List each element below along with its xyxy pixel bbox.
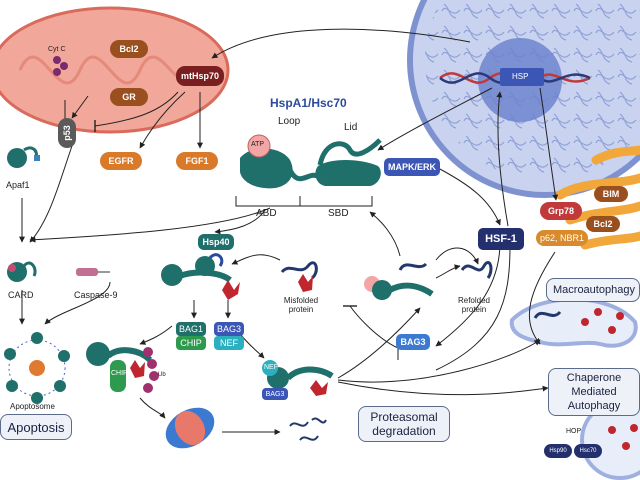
nef-complex-label: NEF [264, 364, 278, 371]
bcl2-er-pill: Bcl2 [586, 216, 620, 232]
abd-label: ABD [256, 208, 277, 219]
bim-pill: BIM [594, 186, 628, 202]
bag3-complex-pill: BAG3 [262, 388, 288, 400]
atp-circle [247, 134, 271, 158]
hsc70-pill: Hsc70 [574, 444, 602, 458]
nef-bag3-complex [262, 360, 334, 396]
sbd-label: SBD [328, 208, 349, 219]
apoptosome-label: Apoptosome [10, 402, 55, 411]
hsp-gene [500, 68, 544, 86]
bag3-signal-pill: BAG3 [396, 334, 430, 350]
card-label: CARD [8, 290, 34, 300]
nef-pill: NEF [214, 336, 244, 350]
caspase9-shape [76, 268, 110, 276]
cytc-label: Cyt C [48, 46, 66, 53]
mitochondrion [0, 6, 230, 134]
hsp90-pill: Hsp90 [544, 444, 572, 458]
fgf1-pill: FGF1 [176, 152, 218, 170]
loop-label: Loop [278, 116, 301, 127]
card-shape [7, 261, 37, 282]
hsp-gene-label: HSP [512, 72, 529, 81]
apoptosis-box: Apoptosis [0, 414, 72, 440]
bag3-pill: BAG3 [214, 322, 244, 336]
hsp40-pill: Hsp40 [198, 234, 234, 250]
chip-ub-complex [86, 342, 159, 393]
p62-nbr1-pill: p62, NBR1 [536, 230, 588, 246]
caspase9-label: Caspase-9 [74, 290, 118, 300]
macroautophagy-box: Macroautophagy [546, 278, 640, 302]
apaf1-shape [7, 146, 40, 168]
atp-label: ATP [251, 141, 265, 148]
misfolded-protein [280, 261, 318, 292]
ub-label: Ub [158, 372, 166, 378]
endoplasmic-reticulum [555, 145, 640, 250]
bag1-pill: BAG1 [176, 322, 206, 336]
cma-box: Chaperone Mediated Autophagy [548, 368, 640, 416]
apaf1-label: Apaf1 [6, 180, 30, 190]
proteasomal-degradation-box: Proteasomal degradation [358, 406, 450, 442]
gr-pill: GR [110, 88, 148, 106]
bcl2-mito-pill: Bcl2 [110, 40, 148, 58]
refolded-label: Refolded protein [457, 296, 491, 314]
pathway-arrows [19, 28, 559, 435]
chip-complex-label: CHIP [111, 370, 128, 377]
diagram-title: HspA1/Hsc70 [270, 96, 347, 110]
p53-pill: p53 [58, 118, 76, 148]
proteasome [165, 407, 215, 449]
peptide-fragments [289, 417, 327, 441]
hsp40-complex [161, 253, 240, 300]
hop-label: HOP [566, 428, 582, 435]
refolded-protein [460, 261, 493, 279]
mthsp70-pill: mtHsp70 [176, 66, 224, 86]
apoptosome-shape [4, 332, 70, 404]
refolding-complex [364, 262, 434, 300]
mapk-erk-pill: MAPK/ERK [384, 158, 440, 176]
hsp70-structure [235, 134, 382, 207]
hsf1-pill: HSF-1 [478, 228, 524, 250]
misfolded-label: Misfolded protein [283, 296, 319, 314]
lid-label: Lid [344, 122, 358, 133]
egfr-pill: EGFR [100, 152, 142, 170]
grp78-pill: Grp78 [540, 202, 582, 220]
chip-pill: CHIP [176, 336, 206, 350]
nucleus [407, 0, 640, 198]
